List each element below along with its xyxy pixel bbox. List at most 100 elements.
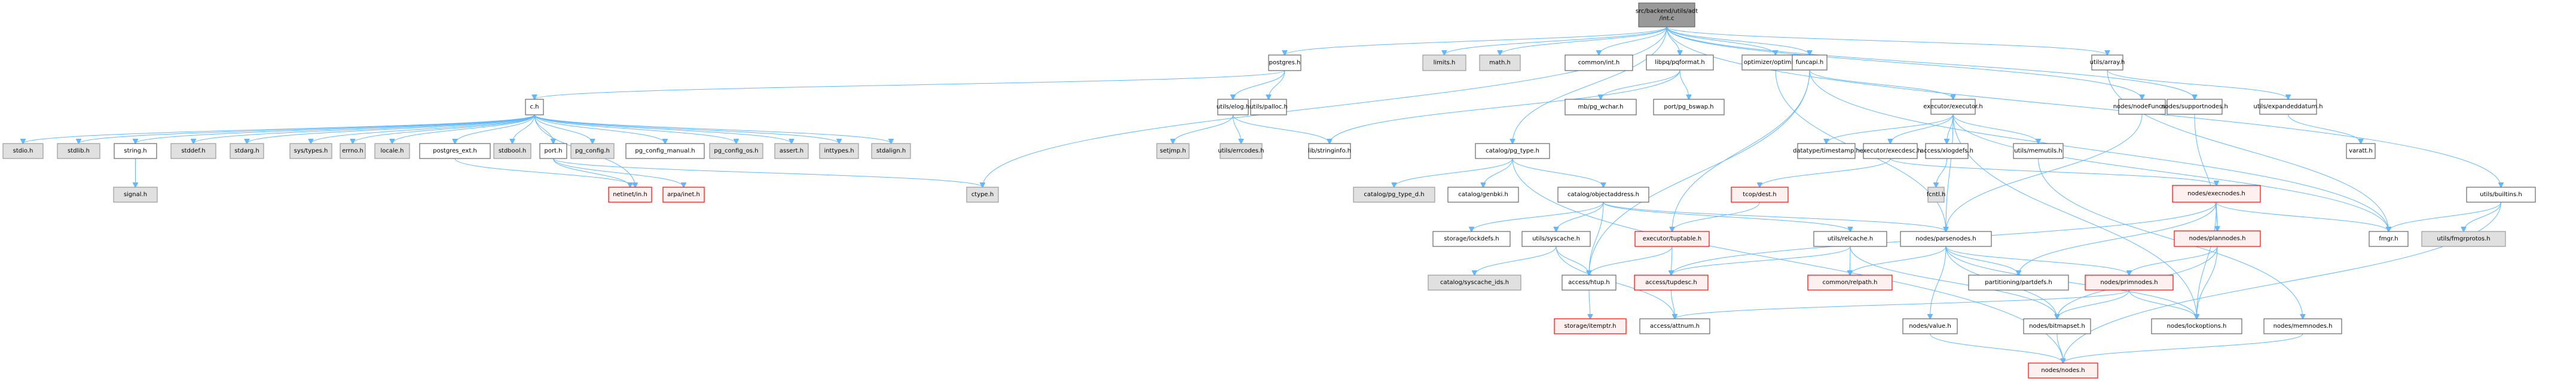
node-itemptr[interactable]: storage/itemptr.h [1554,318,1627,334]
node-label: executor/execdesc.h [1859,148,1921,154]
node-stringinfo[interactable]: lib/stringinfo.h [1308,143,1351,159]
node-htup[interactable]: access/htup.h [1562,275,1617,291]
node-fmgr[interactable]: fmgr.h [2369,231,2409,247]
node-memutils[interactable]: utils/memutils.h [2013,143,2064,159]
edge-memutils-to-memnodes [2038,158,2303,319]
node-lockdefs[interactable]: storage/lockdefs.h [1432,231,1511,247]
node-primnodes[interactable]: nodes/primnodes.h [2085,275,2174,291]
node-tcopdest[interactable]: tcop/dest.h [1731,187,1789,203]
node-memnodes[interactable]: nodes/memnodes.h [2263,318,2342,334]
edge-objectaddress-to-lockdefs [1472,202,1604,231]
node-execdesc[interactable]: executor/execdesc.h [1859,143,1921,159]
node-attnum[interactable]: access/attnum.h [1639,318,1710,334]
node-postgres-ext[interactable]: postgres_ext.h [419,143,491,159]
node-executor[interactable]: executor/executor.h [1923,99,1983,115]
node-xlogdefs[interactable]: access/xlogdefs.h [1920,143,1973,159]
node-signal[interactable]: signal.h [113,187,158,203]
node-tuptable[interactable]: executor/tuptable.h [1634,231,1710,247]
node-locale[interactable]: locale.h [374,143,410,159]
node-value[interactable]: nodes/value.h [1902,318,1958,334]
node-relpath[interactable]: common/relpath.h [1807,275,1893,291]
node-nodes[interactable]: nodes/nodes.h [2028,362,2098,379]
node-builtins[interactable]: utils/builtins.h [2466,187,2536,203]
node-label: port.h [544,148,562,154]
node-string[interactable]: string.h [114,143,157,159]
node-ctype[interactable]: ctype.h [966,187,999,203]
node-pqformat[interactable]: libpq/pqformat.h [1646,54,1714,71]
edge-pg_type-to-genbki [1483,158,1513,187]
node-port[interactable]: port.h [539,143,567,159]
node-box [2151,318,2242,334]
node-syscache-ids[interactable]: catalog/syscache_ids.h [1428,275,1521,291]
node-objectaddress[interactable]: catalog/objectaddress.h [1557,187,1649,203]
node-tupdesc[interactable]: access/tupdesc.h [1634,275,1709,291]
node-supportnodes[interactable]: nodes/supportnodes.h [2161,99,2228,115]
node-pg-config-os[interactable]: pg_config_os.h [709,143,763,159]
node-pg-config-manual[interactable]: pg_config_manual.h [625,143,705,159]
node-label: utils/memutils.h [2014,148,2062,154]
node-genbki[interactable]: catalog/genbki.h [1447,187,1519,203]
node-box [819,143,859,159]
node-box [1797,143,1856,159]
node-elog[interactable]: utils/elog.h [1217,99,1249,115]
node-timestamp[interactable]: datatype/timestamp.h [1793,143,1860,159]
node-execnodes[interactable]: nodes/execnodes.h [2172,185,2261,203]
node-pg-wchar[interactable]: mb/pg_wchar.h [1564,99,1637,115]
node-box [114,143,157,159]
node-box [2028,362,2098,379]
node-bitmapset[interactable]: nodes/bitmapset.h [2023,318,2091,334]
node-partdefs[interactable]: partitioning/partdefs.h [1968,275,2069,291]
node-label: catalog/genbki.h [1458,191,1508,198]
node-pg-type-d[interactable]: catalog/pg_type_d.h [1353,187,1435,203]
edge-parsenodes-to-relpath [1850,246,1946,275]
node-funcapi[interactable]: funcapi.h [1792,54,1828,71]
node-stdbool[interactable]: stdbool.h [493,143,531,159]
node-systypes[interactable]: sys/types.h [289,143,332,159]
edge-postgres-to-palloc [1269,70,1285,99]
node-limits[interactable]: limits.h [1422,54,1466,71]
node-expandeddatum[interactable]: utils/expandeddatum.h [2254,99,2323,115]
node-pg-type[interactable]: catalog/pg_type.h [1475,143,1550,159]
node-label: access/attnum.h [1650,323,1700,330]
node-netinet[interactable]: netinet/in.h [608,187,652,203]
edge-ch-to-stdalign [534,114,891,144]
node-fmgrprotos[interactable]: utils/fmgrprotos.h [2421,231,2506,247]
node-box [1792,54,1828,71]
node-stdalign[interactable]: stdalign.h [871,143,911,159]
node-palloc[interactable]: utils/palloc.h [1249,99,1288,115]
node-nodefuncs[interactable]: nodes/nodeFuncs.h [2113,99,2171,115]
edge-root-to-builtins [1666,26,2501,187]
node-errno[interactable]: errno.h [340,143,366,159]
node-array[interactable]: utils/array.h [2090,54,2125,71]
node-stdarg[interactable]: stdarg.h [230,143,264,159]
node-assert[interactable]: assert.h [774,143,809,159]
node-label: math.h [1489,60,1511,66]
node-root[interactable]: src/backend/utils/adt/int.c [1636,2,1698,28]
node-lockoptions[interactable]: nodes/lockoptions.h [2151,318,2242,334]
node-label: nodes/execnodes.h [2187,191,2245,197]
edge-relcache-to-bitmapset [1850,246,2057,319]
node-plannodes[interactable]: nodes/plannodes.h [2174,230,2261,247]
node-arpa[interactable]: arpa/inet.h [662,187,705,203]
node-postgres[interactable]: postgres.h [1268,54,1301,71]
edge-executor-to-xlogdefs [1947,114,1954,144]
node-common-int[interactable]: common/int.h [1564,54,1633,71]
edge-pqformat-to-pg_bswap [1679,69,1689,99]
node-varatt[interactable]: varatt.h [2346,143,2376,159]
node-pg-config[interactable]: pg_config.h [570,143,615,159]
node-stdio[interactable]: stdio.h [2,143,44,159]
node-box [2421,231,2506,247]
node-setjmp[interactable]: setjmp.h [1156,143,1190,159]
node-pg-bswap[interactable]: port/pg_bswap.h [1653,99,1725,115]
node-syscache[interactable]: utils/syscache.h [1521,231,1591,247]
node-math[interactable]: math.h [1479,54,1521,71]
node-relcache[interactable]: utils/relcache.h [1813,231,1887,247]
node-box [1968,275,2069,291]
node-inttypes[interactable]: inttypes.h [819,143,859,159]
node-stddef[interactable]: stddef.h [170,143,216,159]
node-fcntl[interactable]: fcntl.h [1927,187,1946,203]
node-parsenodes[interactable]: nodes/parsenodes.h [1900,231,1992,247]
node-errcodes[interactable]: utils/errcodes.h [1218,143,1264,159]
node-stdlib[interactable]: stdlib.h [57,143,100,159]
node-ch[interactable]: c.h [525,99,544,115]
